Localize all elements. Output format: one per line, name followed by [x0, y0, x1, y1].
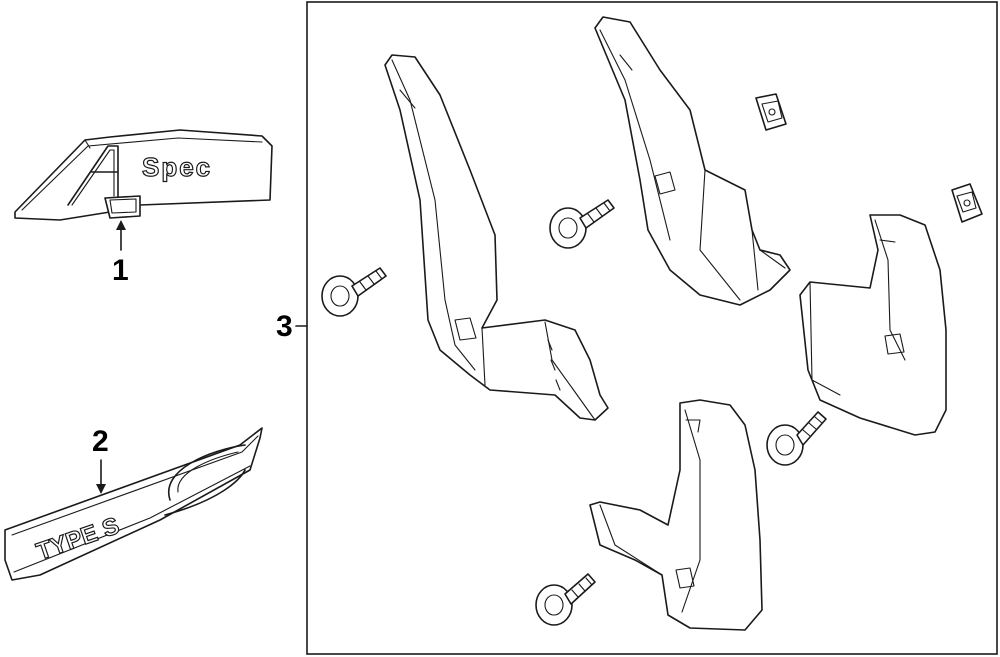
mud-flap-icon	[384, 54, 609, 421]
screw-icon	[766, 411, 827, 466]
mud-flap-icon	[594, 16, 791, 306]
clip-nut-icon	[755, 93, 787, 131]
clip-nut-icon	[951, 183, 983, 223]
callout-3: 3	[276, 310, 293, 343]
a-spec-emblem-text: Spec	[142, 152, 212, 182]
type-s-emblem-icon	[4, 427, 263, 581]
group-3-frame	[306, 1, 998, 655]
screw-icon	[321, 267, 387, 317]
mud-flap-icon	[799, 214, 947, 436]
a-spec-emblem-icon	[14, 129, 273, 221]
callout-2: 2	[92, 425, 109, 458]
leader-arrow-1	[116, 220, 126, 230]
leader-arrow-2	[96, 484, 106, 494]
callout-1: 1	[112, 254, 129, 287]
screw-icon	[549, 199, 615, 249]
mud-flap-icon	[589, 399, 763, 631]
screw-icon	[535, 573, 596, 626]
